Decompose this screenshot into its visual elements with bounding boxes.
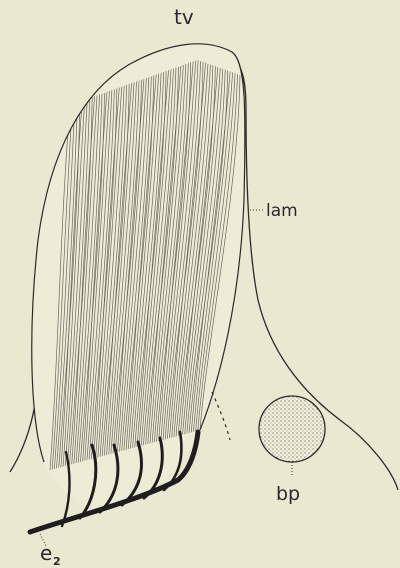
- label-e2-subscript: 2: [53, 555, 61, 568]
- dashed-trail: [212, 392, 230, 440]
- bp-circle: [259, 396, 325, 462]
- label-lam: lam: [266, 201, 298, 221]
- label-tv: tv: [174, 5, 194, 29]
- label-e2: e: [40, 541, 52, 565]
- label-bp: bp: [276, 483, 300, 505]
